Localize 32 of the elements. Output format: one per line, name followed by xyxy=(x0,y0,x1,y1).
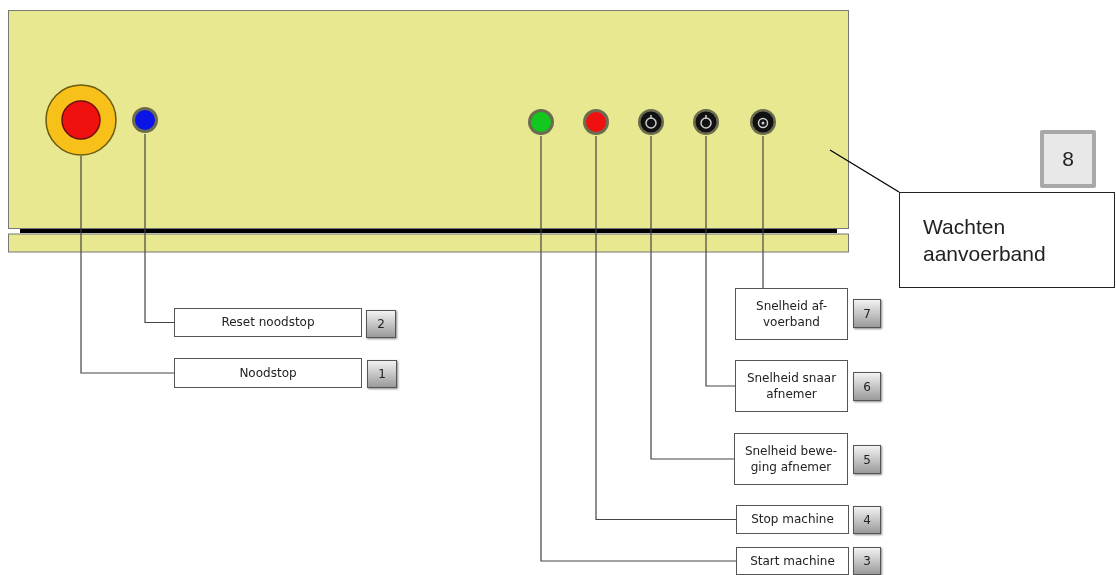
callout-number: 1 xyxy=(367,360,397,388)
label-box xyxy=(174,308,362,337)
leader-line xyxy=(762,135,764,289)
label-text: Snelheid af- voerband xyxy=(755,297,828,331)
callout-number: 4 xyxy=(853,506,881,534)
leader-line xyxy=(144,133,175,324)
label-box xyxy=(736,505,849,534)
label-box xyxy=(899,192,1115,288)
callout-number: 7 xyxy=(853,299,881,328)
callout-number: 8 xyxy=(1040,130,1096,188)
label-box xyxy=(736,547,849,575)
label-text: Snelheid bewe- ging afnemer xyxy=(743,442,839,476)
callout-number: 6 xyxy=(853,372,881,401)
label-text: Stop machine xyxy=(750,511,835,528)
label-text: Reset noodstop xyxy=(220,314,316,331)
leader-line xyxy=(540,135,737,562)
label-text: Wachten aanvoerband xyxy=(922,213,1047,267)
label-box xyxy=(735,288,848,340)
leader-line xyxy=(80,155,175,374)
label-text: Start machine xyxy=(749,552,836,570)
leader-line xyxy=(829,149,900,193)
callout-number: 5 xyxy=(853,445,881,474)
label-box xyxy=(174,358,362,388)
callout-number: 3 xyxy=(853,547,881,575)
label-text: Noodstop xyxy=(238,364,298,382)
label-box xyxy=(735,360,848,412)
leader-line xyxy=(595,135,737,521)
callout-number: 2 xyxy=(366,310,396,338)
leader-line xyxy=(650,135,735,460)
label-text: Snelheid snaar afnemer xyxy=(745,369,838,403)
label-box xyxy=(734,433,848,485)
leader-line xyxy=(705,135,736,387)
